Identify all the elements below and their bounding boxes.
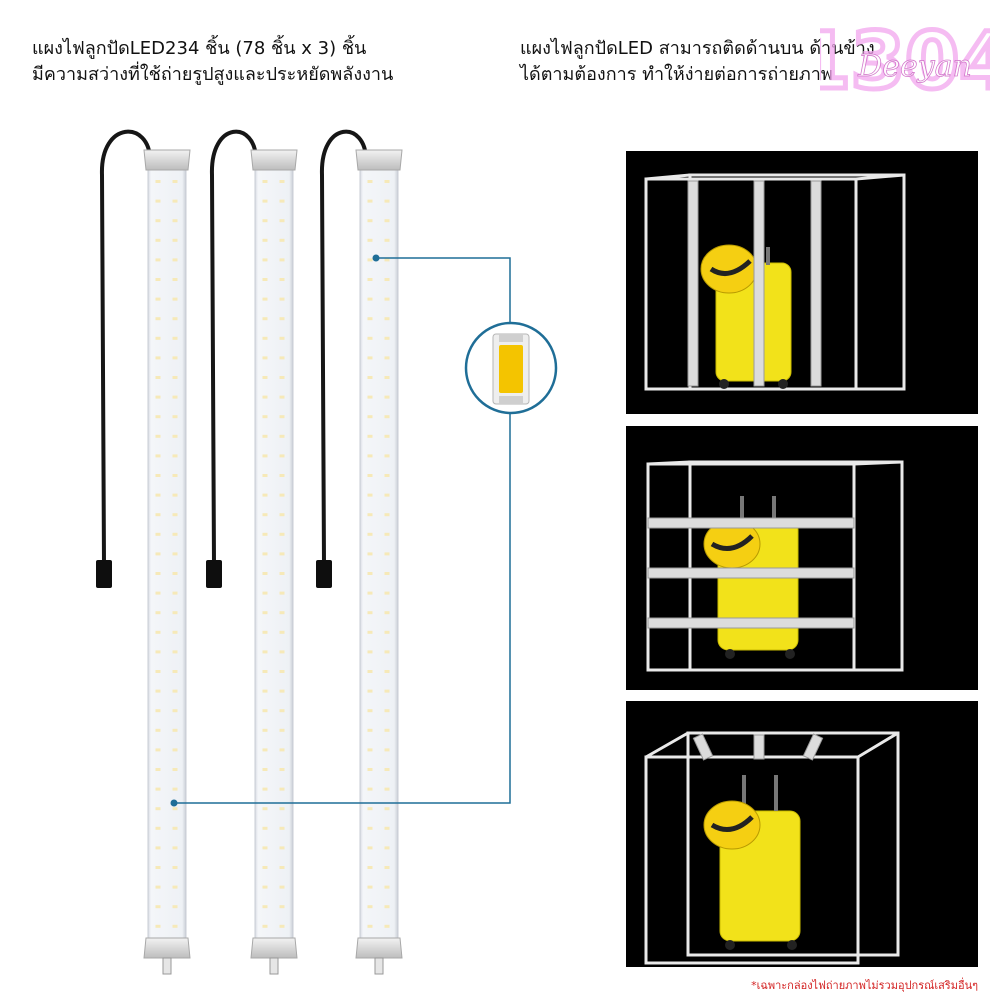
panel-vertical-mount	[626, 151, 978, 414]
headline-left-line2: มีความสว่างที่ใช้ถ่ายรูปสูงและประหยัดพลั…	[32, 64, 394, 85]
cable-connector-3	[316, 560, 332, 588]
headline-left-line1: แผงไฟลูกปัดLED234 ชิ้น (78 ชิ้น x 3) ชิ้…	[32, 38, 367, 59]
led-strips-illustration	[96, 129, 403, 975]
power-cable-2	[209, 129, 258, 566]
led-strip-2	[250, 149, 298, 975]
cable-connector-2	[206, 560, 222, 588]
watermark-logo: 1304 Deeyan	[820, 15, 990, 109]
headline-right-line2: ได้ตามต้องการ ทำให้ง่ายต่อการถ่ายภาพ	[520, 64, 833, 85]
led-strip-3	[355, 149, 403, 975]
headline-right-line1: แผงไฟลูกปัดLED สามารถติดด้านบน ด้านข้าง	[520, 38, 875, 59]
svg-text:Deeyan: Deeyan	[857, 49, 972, 84]
footnote: *เฉพาะกล่องไฟถ่ายภาพไม่รวมอุปกรณ์เสริมอื…	[751, 979, 978, 992]
power-cable-1	[99, 129, 152, 566]
panel-horizontal-mount	[626, 426, 978, 690]
cable-connector-1	[96, 560, 112, 588]
led-strip-1	[143, 149, 191, 975]
power-cable-3	[319, 129, 368, 566]
svg-text:1304: 1304	[820, 17, 990, 107]
led-chip-callout	[170, 254, 558, 807]
panel-top-mount	[626, 701, 978, 967]
